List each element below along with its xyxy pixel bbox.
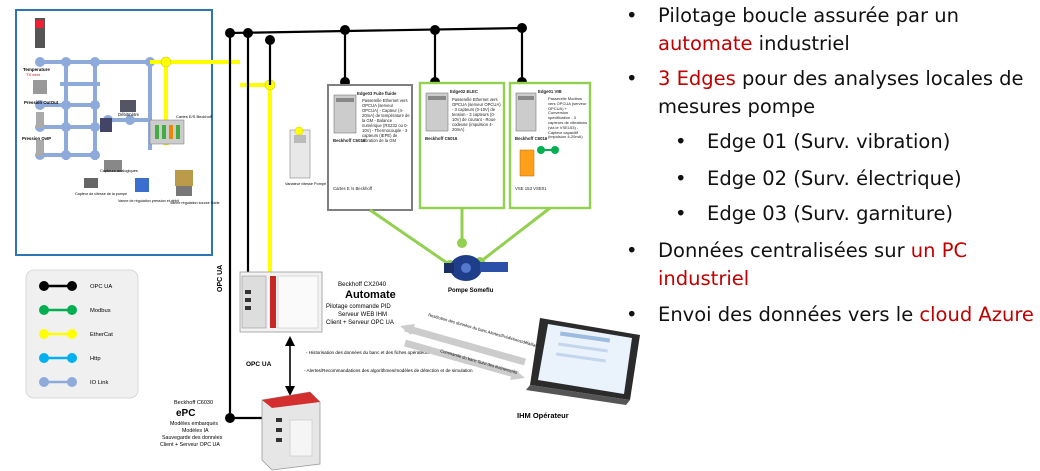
epc-line3: Sauvegarde des données xyxy=(162,435,223,441)
automate-model: Beckhoff CX2040 xyxy=(338,281,387,288)
pression-out-label: Pression OutOut xyxy=(24,100,59,105)
ihm-label: IHM Opérateur xyxy=(517,411,569,420)
historisation-line1: - Historisation des données du banc et d… xyxy=(306,350,430,355)
automate-line3: Client + Serveur OPC UA xyxy=(326,320,394,326)
legend-item: Modbus xyxy=(39,305,111,315)
pression-in-label: Pression OvIP xyxy=(22,136,51,141)
vanne-debit-label: Vanne de régulation pression et débit xyxy=(118,199,179,203)
edge03-cards: Cartes E /s Beckhoff xyxy=(333,186,373,191)
edge01-model: Beckhoff C6016 xyxy=(515,136,548,141)
edge03-details: Passerelle Ethernet vers OPCUA (serveur … xyxy=(362,98,410,143)
vanne-fluide-label: Vanne régulation source fluide xyxy=(170,201,220,205)
temperature-tag: TX xxxx xyxy=(26,72,40,77)
edge02-title: Edge02 ELEC xyxy=(450,89,478,94)
legend-item: OPC UA xyxy=(39,281,112,291)
edge01-cards: VSE 153 VSE01 xyxy=(515,186,547,191)
legend-label-ethercat: EtherCat xyxy=(90,332,113,338)
automate-device xyxy=(239,271,323,333)
field-devices xyxy=(33,18,193,196)
edge03-title: Edge03 Fuite fluide xyxy=(357,91,397,96)
legend-item: EtherCat xyxy=(39,329,113,339)
epc-line4: Client + Serveur OPC UA xyxy=(160,442,220,448)
legend-box xyxy=(25,269,139,399)
architecture-diagram: Temperature TX xxxx Pression OutOut Pres… xyxy=(15,9,640,471)
legend-item: IO Link xyxy=(39,377,108,387)
opcua-lines xyxy=(228,26,524,420)
legend-label-opcua: OPC UA xyxy=(90,284,112,290)
automate-line1: Pilotage commande PID xyxy=(326,304,391,310)
pump-someflu xyxy=(444,255,508,281)
epc-line2: Modèles IA xyxy=(182,428,209,434)
edge02-details: Passerelle Ethernet vers OPCUA (serveur … xyxy=(452,97,501,132)
legend-label-http: Http xyxy=(90,356,101,362)
edge02-box: Edge02 ELEC Beckhoff C6016 xyxy=(418,81,506,210)
automate-title: Automate xyxy=(345,289,396,301)
epc-device xyxy=(261,391,321,471)
cartes-es-label: Cartes E/S Beckhoff xyxy=(176,114,213,119)
variateur-ethercat-node xyxy=(294,126,304,136)
variateur-label: Variateur vitesse Pompe ABB ACS580 xyxy=(285,182,350,186)
epc-title: ePC xyxy=(176,408,195,419)
pump-label: Pompe Someflu xyxy=(448,288,494,294)
legend-item: Http xyxy=(39,353,101,363)
opcua-small-label: OPC UA xyxy=(246,361,272,368)
edge03-model: Beckhoff C6016 xyxy=(333,138,366,143)
historisation-line2: - Alertes/Recommandations des algorithme… xyxy=(304,368,473,373)
edge02-model: Beckhoff C6016 xyxy=(425,136,458,141)
legend-label-modbus: Modbus xyxy=(90,308,111,314)
epc-model: Beckhoff C6030 xyxy=(174,400,213,406)
epc-line1: Modèles embarqués xyxy=(170,421,218,427)
ihm-arrows xyxy=(400,324,526,380)
temperature-label: Temperature xyxy=(23,67,50,72)
opcua-vertical-label: OPC UA xyxy=(217,265,224,292)
variateur-screen xyxy=(294,135,306,143)
ihm-tablet xyxy=(526,318,640,405)
arrow-up-text: Restitution des données du banc Alertes/… xyxy=(428,312,545,350)
edge01-title: Edge01 VIB xyxy=(538,89,562,94)
automate-line2: Serveur WEB IHM xyxy=(338,312,387,318)
legend-label-iolink: IO Link xyxy=(90,380,108,386)
bullet-list: • Pilotage boucle assurée par un automat… xyxy=(626,4,1034,326)
edge01-box: Edge01 VIB Beckhoff C6016 VSE 153 VSE01 xyxy=(508,81,592,210)
debitmetre-label: Débitmètre xyxy=(118,112,140,117)
capteurs-analogiques-label: Capteurs analogiques xyxy=(100,168,138,173)
edge01-details: Passerelle Modbus vers OPCUA (serveur OP… xyxy=(548,97,587,139)
capteur-vitesse-label: Capteur de vitesse de la pompe xyxy=(75,192,127,196)
